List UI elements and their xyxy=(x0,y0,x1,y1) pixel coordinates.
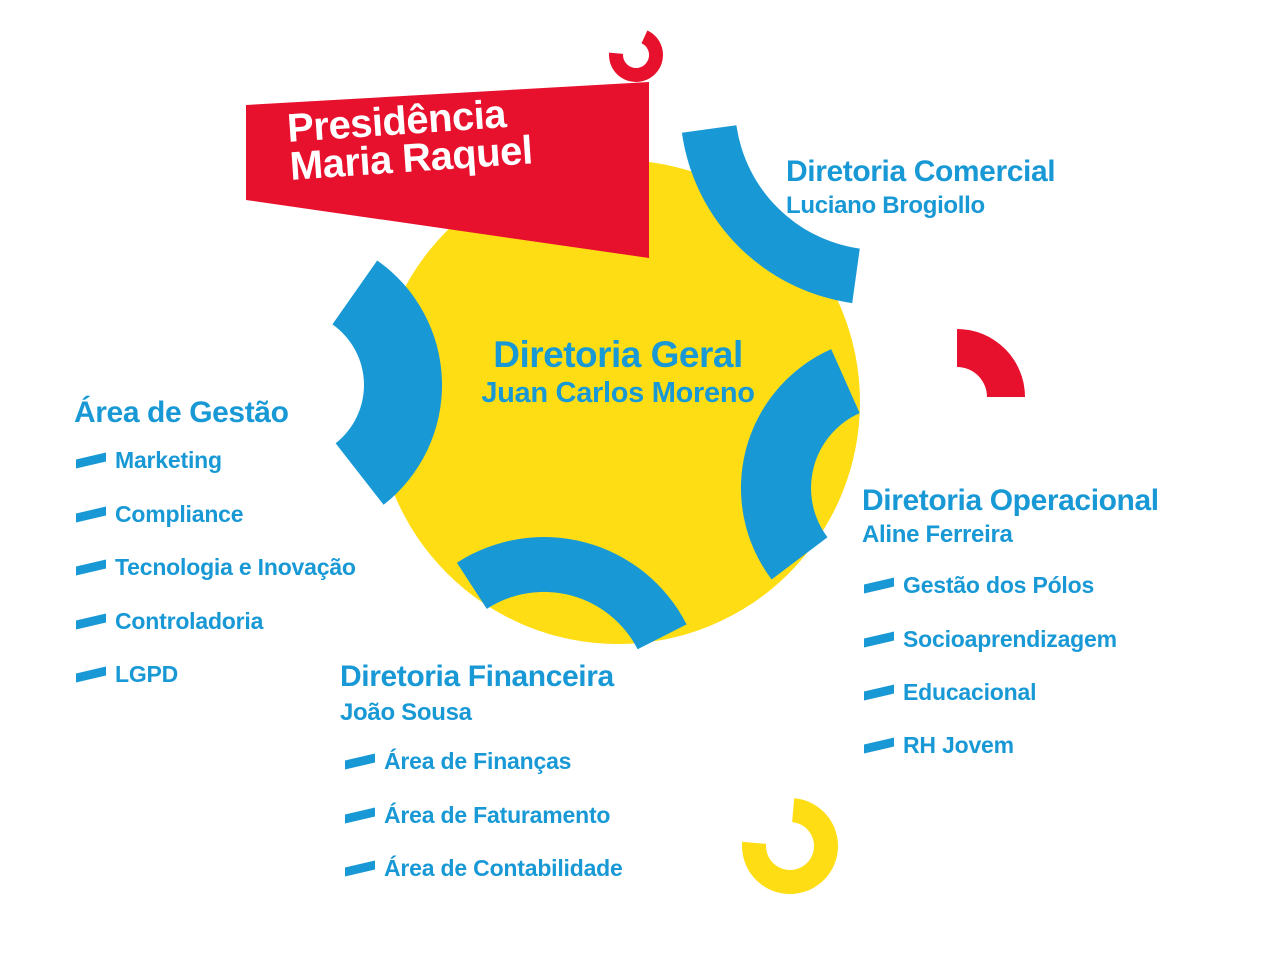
diretoria-geral-title: Diretoria Geral xyxy=(493,334,743,375)
dash-icon xyxy=(345,807,375,824)
dash-icon xyxy=(864,631,894,648)
financeira-title: Diretoria Financeira xyxy=(340,660,614,693)
operacional-name: Aline Ferreira xyxy=(862,521,1013,548)
arc-southeast xyxy=(740,349,860,580)
diretoria-geral-block: Diretoria Geral Juan Carlos Moreno xyxy=(398,334,838,410)
list-item: LGPD xyxy=(76,661,178,688)
item-label: Gestão dos Pólos xyxy=(903,572,1095,598)
list-item: Área de Finanças xyxy=(345,748,571,775)
dash-icon xyxy=(76,666,106,683)
red-ring-top-icon xyxy=(608,30,663,82)
dash-icon xyxy=(76,506,106,523)
item-label: Área de Faturamento xyxy=(384,802,611,828)
yellow-ring-bottom-icon xyxy=(742,798,839,895)
list-item: Área de Contabilidade xyxy=(345,855,623,882)
list-item: Área de Faturamento xyxy=(345,802,610,829)
list-item: Marketing xyxy=(76,447,222,474)
item-label: Educacional xyxy=(903,679,1037,705)
dash-icon xyxy=(864,684,894,701)
item-label: Socioaprendizagem xyxy=(903,626,1117,652)
dash-icon xyxy=(345,860,375,877)
item-label: LGPD xyxy=(115,661,179,687)
red-quarter-ring-icon xyxy=(957,329,1025,397)
list-item: Controladoria xyxy=(76,608,263,635)
list-item: Gestão dos Pólos xyxy=(864,572,1094,599)
item-label: Área de Finanças xyxy=(384,748,572,774)
list-item: Compliance xyxy=(76,501,244,528)
central-circle xyxy=(376,160,860,644)
list-item: RH Jovem xyxy=(864,732,1014,759)
dash-icon xyxy=(76,559,106,576)
item-label: Área de Contabilidade xyxy=(384,855,623,881)
item-label: RH Jovem xyxy=(903,732,1014,758)
comercial-name: Luciano Brogiollo xyxy=(786,192,985,219)
item-label: Controladoria xyxy=(115,608,264,634)
list-item: Tecnologia e Inovação xyxy=(76,554,356,581)
dash-icon xyxy=(76,613,106,630)
dash-icon xyxy=(76,452,106,469)
item-label: Tecnologia e Inovação xyxy=(115,554,356,580)
item-label: Compliance xyxy=(115,501,244,527)
item-label: Marketing xyxy=(115,447,222,473)
comercial-title: Diretoria Comercial xyxy=(786,155,1056,188)
arc-west xyxy=(332,260,443,505)
diretoria-geral-name: Juan Carlos Moreno xyxy=(481,376,755,409)
arc-south xyxy=(456,537,687,650)
gestao-title: Área de Gestão xyxy=(74,396,289,429)
list-item: Socioaprendizagem xyxy=(864,626,1117,653)
arc-northeast xyxy=(681,125,860,304)
financeira-name: João Sousa xyxy=(340,699,472,726)
presidency-banner-text: Presidência Maria Raquel xyxy=(286,92,534,189)
dash-icon xyxy=(864,577,894,594)
presidency-banner xyxy=(246,82,649,258)
dash-icon xyxy=(345,753,375,770)
dash-icon xyxy=(864,737,894,754)
operacional-title: Diretoria Operacional xyxy=(862,484,1159,517)
list-item: Educacional xyxy=(864,679,1036,706)
